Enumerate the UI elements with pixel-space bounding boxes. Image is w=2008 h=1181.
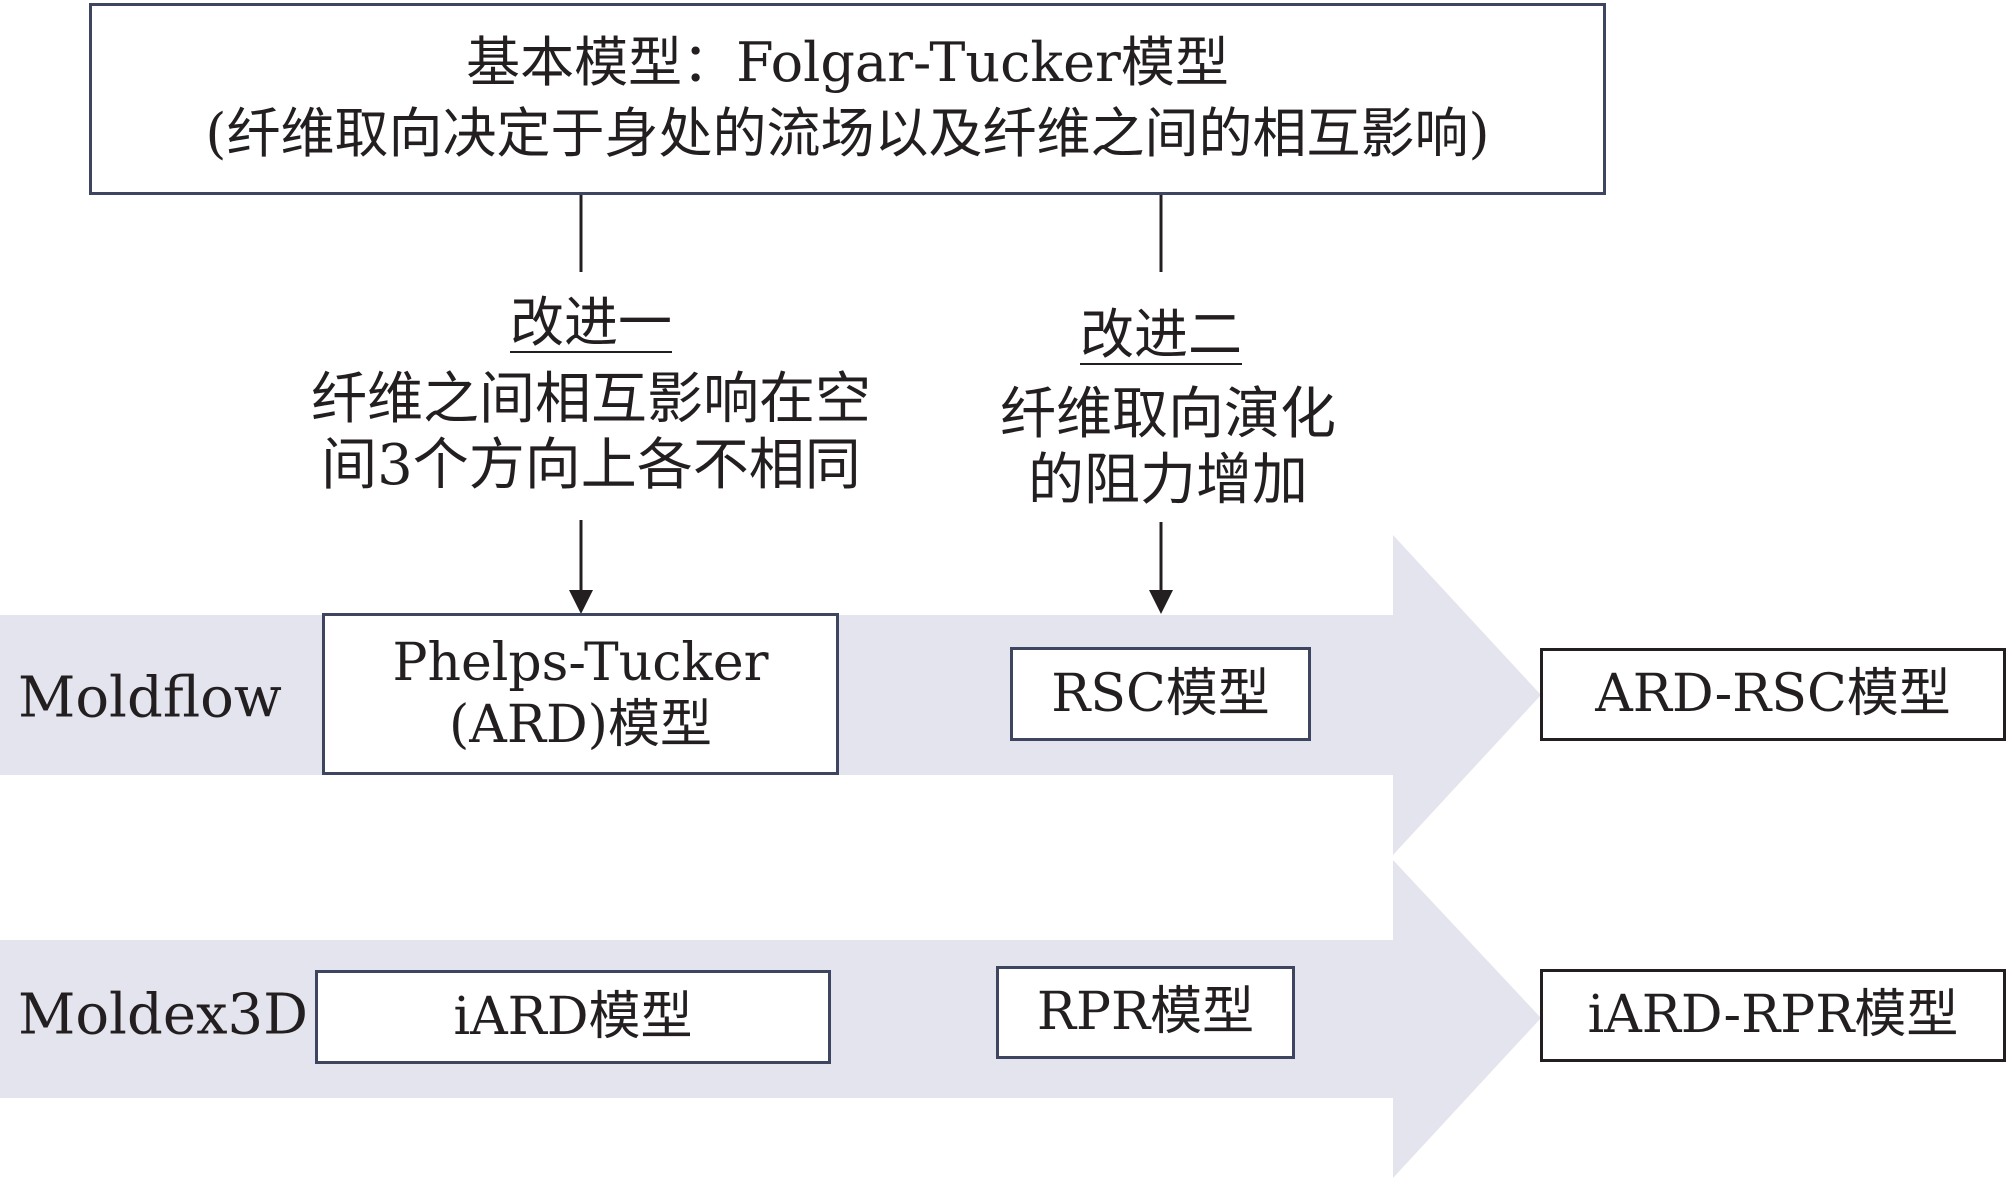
improvement-2-heading: 改进二 bbox=[1080, 303, 1242, 366]
improvement-2-description-line-1: 纤维取向演化 bbox=[1000, 382, 1336, 447]
improvement-1-heading: 改进一 bbox=[510, 291, 672, 354]
phelps-tucker-box: Phelps-Tucker (ARD)模型 bbox=[322, 613, 839, 775]
improvement-2-description-line-2: 的阻力增加 bbox=[1028, 448, 1308, 513]
improvement-1-description: 纤维之间相互影响在空 间3个方向上各不相同 bbox=[311, 367, 871, 499]
rsc-model-box: RSC模型 bbox=[1010, 647, 1311, 741]
improvement-1-arrowhead bbox=[569, 590, 593, 614]
rpr-model-label: RPR模型 bbox=[1036, 982, 1255, 1043]
moldex3d-label: Moldex3D bbox=[18, 982, 309, 1048]
rpr-model-box: RPR模型 bbox=[996, 966, 1295, 1059]
base-model-subtitle: (纤维取向决定于身处的流场以及纤维之间的相互影响) bbox=[205, 102, 1490, 165]
ard-rsc-model-label: ARD-RSC模型 bbox=[1595, 664, 1951, 725]
improvement-2-description: 纤维取向演化 的阻力增加 bbox=[1000, 382, 1336, 514]
iard-rpr-model-label: iARD-RPR模型 bbox=[1587, 985, 1959, 1046]
moldflow-label: Moldflow bbox=[18, 665, 282, 731]
base-model-title: 基本模型：Folgar-Tucker模型 bbox=[466, 31, 1229, 95]
phelps-tucker-line-1: Phelps-Tucker bbox=[392, 632, 769, 693]
improvement-2-arrowhead bbox=[1149, 590, 1173, 614]
phelps-tucker-line-2: (ARD)模型 bbox=[449, 695, 712, 755]
iard-model-label: iARD模型 bbox=[453, 986, 693, 1047]
improvement-1-description-line-2: 间3个方向上各不相同 bbox=[321, 433, 861, 498]
improvement-1-description-line-1: 纤维之间相互影响在空 bbox=[311, 367, 871, 432]
iard-rpr-model-box: iARD-RPR模型 bbox=[1540, 969, 2006, 1062]
ard-rsc-model-box: ARD-RSC模型 bbox=[1540, 648, 2006, 741]
iard-model-box: iARD模型 bbox=[315, 970, 831, 1064]
rsc-model-label: RSC模型 bbox=[1051, 663, 1270, 724]
base-model-box: 基本模型：Folgar-Tucker模型 (纤维取向决定于身处的流场以及纤维之间… bbox=[89, 3, 1606, 195]
